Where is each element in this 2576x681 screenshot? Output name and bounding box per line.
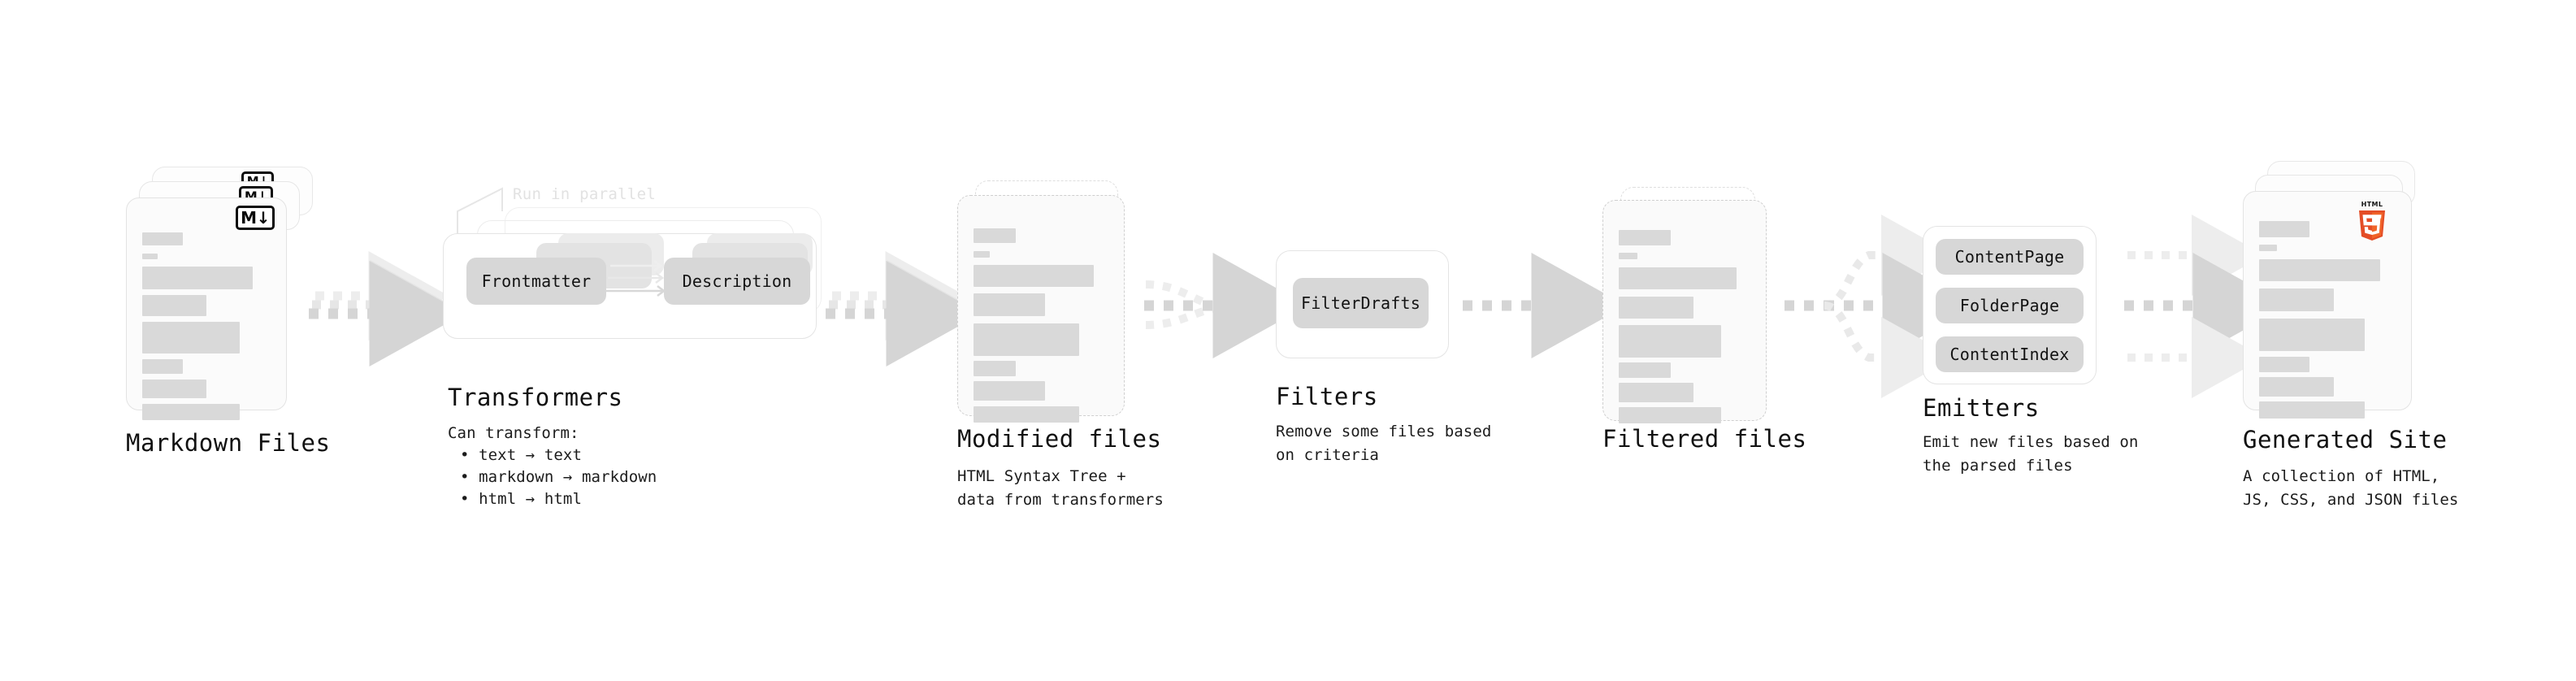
transformer-pill-frontmatter[interactable]: Frontmatter — [466, 258, 606, 305]
stage-title-generated-site: Generated Site — [2243, 426, 2448, 453]
doc-bar — [1619, 230, 1671, 245]
filtered-card-front — [1602, 200, 1767, 423]
transformer-inner-arrows — [605, 260, 666, 297]
doc-bar — [974, 406, 1079, 423]
stage-title-emitters: Emitters — [1923, 394, 2040, 422]
connector-emitters-to-site — [2124, 215, 2288, 398]
generated-card-front — [2243, 191, 2412, 419]
filters-group: FilterDrafts — [1276, 250, 1455, 364]
transformer-pill-description[interactable]: Description — [664, 258, 810, 305]
doc-bar — [142, 254, 158, 259]
stage-title-filters: Filters — [1276, 383, 1378, 410]
connector-modified-to-filters — [1144, 253, 1308, 358]
doc-bar — [974, 381, 1045, 401]
transformers-group: Frontmatter Description — [443, 207, 833, 362]
doc-bar — [2259, 401, 2365, 419]
doc-bar — [142, 380, 206, 398]
emitter-pill-contentindex[interactable]: ContentIndex — [1936, 336, 2084, 372]
emitter-pill-folderpage[interactable]: FolderPage — [1936, 288, 2084, 323]
connector-filtered-to-emitters — [1785, 215, 1978, 398]
doc-bar — [1619, 383, 1693, 402]
generated-site-stack: CSS HTML — [2243, 161, 2438, 421]
doc-bar — [142, 232, 183, 245]
doc-bar — [2259, 288, 2334, 311]
doc-bar — [142, 322, 240, 354]
stage-desc-transformers: Can transform: — [448, 424, 579, 442]
doc-bar — [974, 251, 990, 258]
stage-desc-emitters: Emit new files based on the parsed files — [1923, 433, 2139, 475]
doc-bar — [142, 267, 253, 289]
markdown-badge-arrow: ↓ — [256, 208, 271, 228]
markdown-badge-letter: M — [241, 208, 257, 228]
doc-bar — [2259, 357, 2309, 372]
stage-title-filtered-files: Filtered files — [1602, 425, 1807, 453]
doc-bar — [2259, 221, 2309, 237]
doc-bar — [1619, 253, 1637, 259]
filter-pill-filterdrafts[interactable]: FilterDrafts — [1293, 278, 1429, 328]
doc-bar — [2259, 245, 2277, 251]
modified-files-stack — [957, 180, 1144, 424]
html5-badge-word: HTML — [2361, 201, 2383, 208]
stage-title-transformers: Transformers — [448, 384, 623, 411]
modified-card-front — [957, 195, 1125, 423]
html5-badge: HTML — [2357, 202, 2387, 242]
doc-bar — [1619, 297, 1693, 319]
connector-markdown-to-transformers — [309, 251, 465, 367]
connector-transformers-to-modified — [826, 251, 982, 367]
stage-desc-filters: Remove some files based on criteria — [1276, 423, 1492, 464]
run-in-parallel-label: Run in parallel — [513, 185, 657, 203]
transformers-bullet-1: • markdown → markdown — [460, 468, 657, 486]
doc-bar — [1619, 362, 1671, 378]
doc-bar — [974, 361, 1016, 376]
doc-bar — [142, 359, 183, 374]
transformers-bullet-2: • html → html — [460, 490, 583, 508]
markdown-files-stack: M↓ M↓ M↓ — [126, 167, 313, 427]
emitter-pill-contentpage[interactable]: ContentPage — [1936, 239, 2084, 275]
filtered-files-stack — [1602, 187, 1789, 431]
transformers-bullet-0: • text → text — [460, 446, 583, 464]
doc-bar — [142, 404, 240, 420]
markdown-card-front — [126, 197, 287, 420]
stage-desc-generated-site: A collection of HTML, JS, CSS, and JSON … — [2243, 467, 2459, 509]
doc-bar — [1619, 325, 1721, 358]
doc-bar — [1619, 407, 1721, 423]
doc-bar — [2259, 319, 2365, 351]
doc-bar — [1619, 267, 1737, 289]
stage-title-modified-files: Modified files — [957, 425, 1162, 453]
emitters-group: ContentPage FolderPage ContentIndex — [1923, 226, 2110, 388]
doc-bar — [2259, 259, 2380, 281]
markdown-badge: M↓ — [236, 206, 275, 230]
doc-bar — [2259, 377, 2334, 397]
stage-title-markdown-files: Markdown Files — [126, 429, 331, 457]
doc-bar — [974, 323, 1079, 356]
stage-desc-modified-files: HTML Syntax Tree + data from transformer… — [957, 467, 1164, 509]
doc-bar — [974, 293, 1045, 316]
doc-bar — [142, 295, 206, 316]
doc-bar — [974, 265, 1094, 287]
doc-bar — [974, 228, 1016, 243]
